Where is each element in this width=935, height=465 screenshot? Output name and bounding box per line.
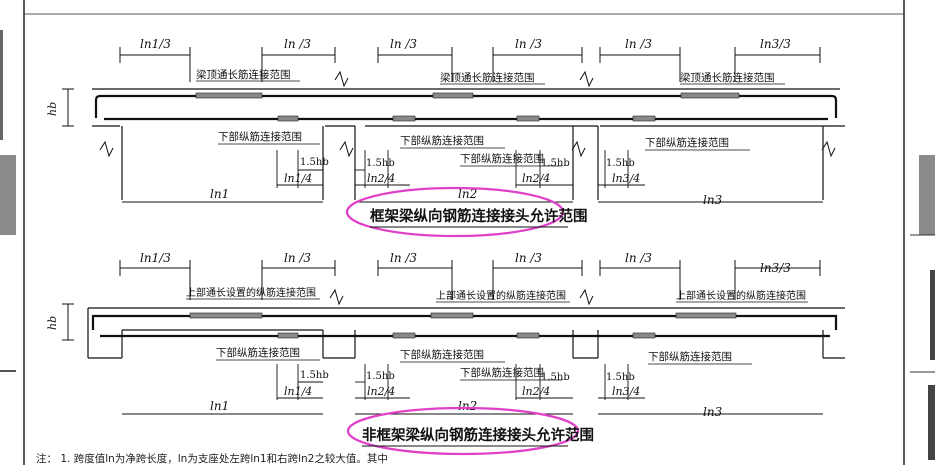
dim-bottom-2: ln2/4 [367, 172, 395, 185]
dim-top-6: ln3/3 [760, 37, 791, 51]
span-2: ln2 [458, 187, 477, 201]
dist-15hb-1: 1.5hb [300, 157, 329, 168]
rebar-joints-bottom [189, 312, 737, 339]
dist-15hb-2: 1.5hb [366, 158, 395, 169]
dim-bottom-3: ln2/4 [522, 172, 550, 185]
dist-15hb-1: 1.5hb [300, 370, 329, 381]
zone-bottom-label-3: 下部纵筋连接范围 [460, 152, 544, 165]
break-symbols [99, 70, 836, 158]
hb-label: hb [46, 102, 59, 116]
dist-15hb-4: 1.5hb [606, 372, 635, 383]
dist-15hb-3: 1.5hb [541, 372, 570, 383]
dim-top-1: ln1/3 [140, 251, 171, 265]
dim-top-3: ln /3 [390, 251, 417, 265]
zone-top-label-3: 上部通长设置的纵筋连接范围 [676, 289, 806, 302]
zone-bottom-label-4: 下部纵筋连接范围 [645, 136, 729, 149]
dim-top-2: ln /3 [284, 37, 311, 51]
zone-top-label-1: 梁顶通长筋连接范围 [196, 68, 291, 81]
bottom-diagram: ln1/3 ln /3 ln /3 ln /3 ln /3 ln3/3 上部通长… [46, 251, 845, 456]
dim-top-6: ln3/3 [760, 261, 791, 275]
dim-top-3: ln /3 [390, 37, 417, 51]
zone-bottom-label-1: 下部纵筋连接范围 [218, 130, 302, 143]
caption-highlight-ellipse [346, 406, 580, 456]
dim-bottom-2: ln2/4 [367, 385, 395, 398]
zone-top-label-3: 梁顶通长筋连接范围 [680, 71, 775, 84]
span-1: ln1 [210, 187, 229, 201]
caption-top: 框架梁纵向钢筋连接接头允许范围 [370, 207, 588, 225]
dim-top-5: ln /3 [625, 37, 652, 51]
left-margin-scan [0, 30, 16, 372]
top-diagram: ln1/3 ln /3 ln /3 ln /3 ln /3 ln3/3 梁顶通长… [46, 37, 845, 238]
dist-15hb-4: 1.5hb [606, 158, 635, 169]
zone-bottom-label-2: 下部纵筋连接范围 [400, 348, 484, 361]
dim-bottom-4: ln3/4 [612, 385, 640, 398]
top-dimension-lines [119, 47, 821, 82]
hb-label: hb [46, 316, 59, 330]
dim-top-4: ln /3 [515, 251, 542, 265]
footnote: 注： 1. 跨度值ln为净跨长度，ln为支座处左跨ln1和右跨ln2之较大值。其… [36, 452, 388, 465]
dist-15hb-3: 1.5hb [541, 158, 570, 169]
dim-bottom-4: ln3/4 [612, 172, 640, 185]
span-3: ln3 [703, 405, 723, 419]
span-1: ln1 [210, 399, 229, 413]
dist-15hb-2: 1.5hb [366, 371, 395, 382]
dim-bottom-1: ln1/4 [284, 385, 312, 398]
zone-bottom-label-4: 下部纵筋连接范围 [648, 350, 732, 363]
dim-top-2: ln /3 [284, 251, 311, 265]
page-frame [23, 0, 905, 465]
zone-top-label-2: 上部通长设置的纵筋连接范围 [436, 289, 566, 302]
zone-top-label-1: 上部通长设置的纵筋连接范围 [186, 286, 316, 299]
dim-bottom-3: ln2/4 [522, 385, 550, 398]
rebars-top [94, 94, 838, 121]
beam-outline-top [92, 88, 845, 200]
dim-top-1: ln1/3 [140, 37, 171, 51]
rebars-bottom [91, 314, 838, 338]
caption-highlight-ellipse [345, 186, 565, 238]
rebar-joints-top [195, 92, 740, 122]
beam-outline-bottom [87, 307, 845, 359]
dim-bottom-1: ln1/4 [284, 172, 312, 185]
zone-bottom-label-2: 下部纵筋连接范围 [400, 134, 484, 147]
span-3: ln3 [703, 193, 723, 207]
dim-top-4: ln /3 [515, 37, 542, 51]
zone-bottom-label-3: 下部纵筋连接范围 [460, 366, 544, 379]
bottom-dimension-lines [119, 260, 821, 300]
span-2: ln2 [458, 399, 477, 413]
zone-top-label-2: 梁顶通长筋连接范围 [440, 71, 535, 84]
zone-bottom-label-1: 下部纵筋连接范围 [216, 346, 300, 359]
dim-top-5: ln /3 [625, 251, 652, 265]
right-margin-scan [910, 155, 935, 460]
caption-bottom: 非框架梁纵向钢筋连接接头允许范围 [362, 426, 594, 444]
